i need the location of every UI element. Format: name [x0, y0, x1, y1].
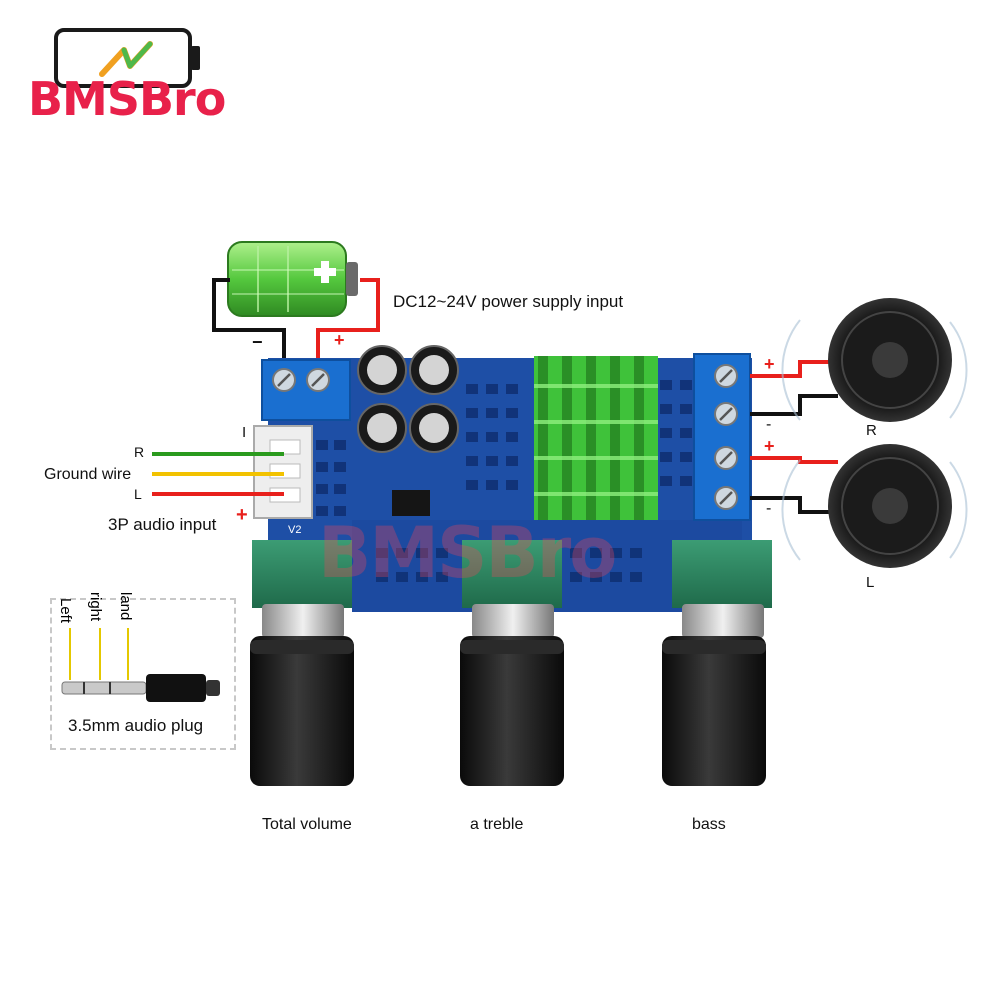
speaker-r-minus: - — [766, 416, 772, 433]
board-version: V2 — [288, 524, 302, 536]
knob-bass-label: bass — [692, 816, 726, 833]
audio-plug-icon — [61, 628, 220, 702]
input-l-label: L — [134, 486, 142, 502]
knob-treble-icon — [460, 540, 564, 786]
speaker-l-plus: + — [764, 436, 775, 456]
plug-right-label: right — [87, 592, 104, 622]
speaker-left-icon — [781, 444, 968, 568]
speaker-r-label: R — [866, 422, 877, 439]
speaker-l-label: L — [866, 574, 875, 591]
battery-logo-icon — [54, 28, 200, 88]
audio-plug-panel — [50, 598, 236, 750]
speaker-r-plus: + — [764, 354, 775, 374]
plug-land-label: land — [117, 592, 134, 621]
plug-caption: 3.5mm audio plug — [68, 716, 204, 735]
speaker-terminal — [693, 353, 751, 521]
power-minus-label: − — [252, 332, 263, 352]
ground-wire-label: Ground wire — [44, 466, 132, 483]
capacitors — [357, 345, 459, 453]
pin-one-label: I — [242, 424, 247, 441]
input-r-label: R — [134, 444, 145, 460]
audio-input-plus: + — [236, 504, 248, 526]
knob-treble-label: a treble — [470, 816, 524, 833]
knob-bass-icon — [662, 540, 772, 786]
power-plus-label: + — [334, 330, 345, 350]
speaker-l-minus: - — [766, 500, 772, 517]
power-input-label: DC12~24V power supply input — [393, 292, 624, 311]
ic-chip — [392, 490, 430, 516]
knob-volume-label: Total volume — [262, 816, 352, 833]
audio-input-caption: 3P audio input — [108, 515, 217, 534]
plug-left-label: Left — [57, 598, 74, 624]
heatsink — [534, 356, 658, 520]
power-terminal — [261, 359, 351, 421]
board-watermark: BMSBro — [318, 512, 617, 594]
battery-icon — [227, 241, 358, 317]
brand-name: BMSBro — [28, 72, 226, 126]
speaker-right-icon — [781, 298, 968, 422]
knob-volume-icon — [250, 540, 354, 786]
